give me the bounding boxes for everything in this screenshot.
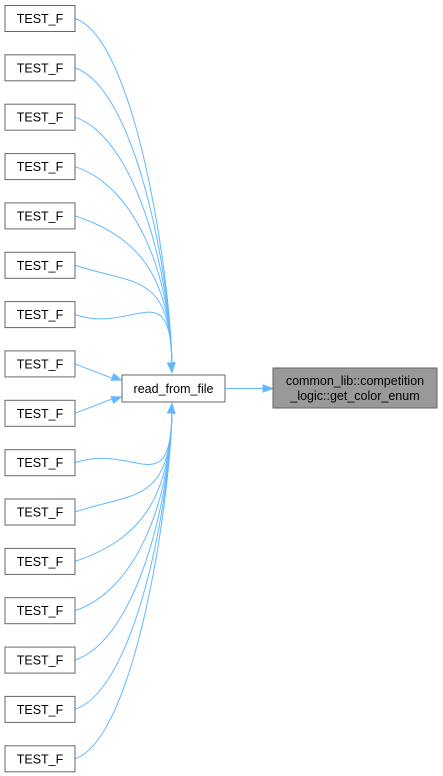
caller-node-label: TEST_F [17, 703, 64, 717]
edge-caller-16-to-read-from-file [74, 411, 173, 760]
caller-node-1[interactable]: TEST_F [4, 5, 76, 32]
caller-node-label: TEST_F [17, 259, 64, 273]
caller-node-2[interactable]: TEST_F [4, 54, 76, 82]
caller-node-11[interactable]: TEST_F [4, 498, 76, 526]
caller-node-16[interactable]: TEST_F [4, 745, 76, 773]
caller-node-label: TEST_F [17, 506, 64, 520]
edge-caller-5-to-read-from-file [74, 215, 173, 365]
caller-node-label: TEST_F [17, 555, 64, 569]
edge-caller-6-to-read-from-file [74, 264, 173, 365]
caller-node-label: TEST_F [17, 111, 64, 125]
caller-node-5[interactable]: TEST_F [4, 202, 76, 230]
edge-caller-13-to-read-from-file [74, 411, 173, 612]
edge-arrowhead [110, 396, 123, 405]
caller-node-label: TEST_F [17, 160, 64, 174]
node-read-from-file-label: read_from_file [134, 382, 214, 396]
caller-node-15[interactable]: TEST_F [4, 695, 76, 723]
caller-node-label: TEST_F [17, 604, 64, 618]
edge-caller-8-to-read-from-file [74, 363, 113, 379]
edge-caller-10-to-read-from-file [74, 411, 173, 465]
edge-caller-15-to-read-from-file [74, 411, 173, 710]
caller-node-label: TEST_F [17, 654, 64, 668]
caller-node-label: TEST_F [17, 308, 64, 322]
node-read-from-file[interactable]: read_from_file [121, 374, 226, 403]
edge-caller-9-to-read-from-file [74, 398, 113, 414]
edge-arrowhead [262, 384, 275, 393]
caller-node-4[interactable]: TEST_F [4, 153, 76, 181]
caller-node-label: TEST_F [17, 209, 64, 223]
caller-node-3[interactable]: TEST_F [4, 103, 76, 131]
edge-arrowhead [167, 402, 176, 414]
edges-layer [74, 18, 275, 760]
node-get-color-enum-label-line2: _logic::get_color_enum [289, 389, 419, 403]
nodes-layer: read_from_file common_lib::competition _… [4, 5, 438, 773]
edge-caller-1-to-read-from-file [74, 18, 173, 365]
node-get-color-enum[interactable]: common_lib::competition _logic::get_colo… [272, 367, 438, 409]
edge-arrowhead [167, 362, 176, 374]
caller-node-label: TEST_F [17, 61, 64, 75]
node-get-color-enum-label-line1: common_lib::competition [286, 374, 424, 388]
edge-caller-11-to-read-from-file [74, 411, 173, 513]
edge-caller-7-to-read-from-file [74, 311, 173, 365]
edge-caller-4-to-read-from-file [74, 166, 173, 365]
edge-arrowhead [110, 372, 123, 381]
caller-node-8[interactable]: TEST_F [4, 350, 76, 378]
edge-caller-2-to-read-from-file [74, 67, 173, 365]
caller-node-label: TEST_F [17, 12, 64, 26]
caller-node-label: TEST_F [17, 407, 64, 421]
caller-node-label: TEST_F [17, 456, 64, 470]
caller-node-6[interactable]: TEST_F [4, 251, 76, 279]
edge-caller-12-to-read-from-file [74, 411, 173, 562]
caller-node-10[interactable]: TEST_F [4, 449, 76, 477]
caller-node-label: TEST_F [17, 357, 64, 371]
caller-node-13[interactable]: TEST_F [4, 597, 76, 625]
caller-node-9[interactable]: TEST_F [4, 399, 76, 427]
caller-node-12[interactable]: TEST_F [4, 547, 76, 575]
caller-node-14[interactable]: TEST_F [4, 646, 76, 674]
caller-node-label: TEST_F [17, 752, 64, 766]
caller-node-7[interactable]: TEST_F [4, 301, 76, 329]
